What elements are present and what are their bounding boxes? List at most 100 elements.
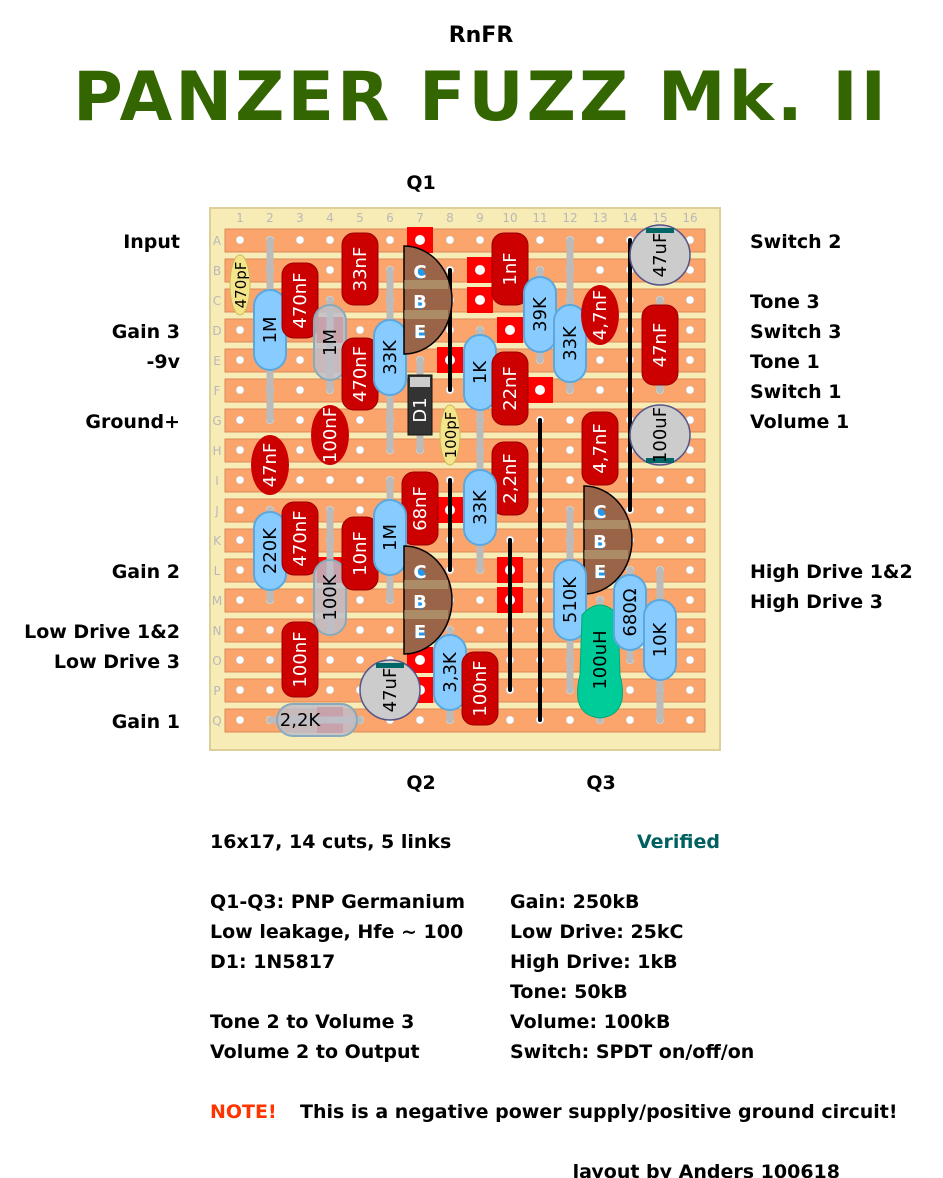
column-index: 11 xyxy=(532,211,547,225)
left-terminal-label: Input xyxy=(123,231,180,253)
hole xyxy=(235,415,245,425)
hole xyxy=(235,385,245,395)
column-index: 3 xyxy=(296,211,304,225)
film-capacitor xyxy=(281,501,319,576)
hole xyxy=(505,715,515,725)
column-index: 14 xyxy=(622,211,637,225)
diode-band xyxy=(410,377,430,387)
component-label: D1 xyxy=(410,397,431,422)
note-text: This is a negative power supply/positive… xyxy=(300,1101,898,1123)
component-label: 47uF xyxy=(650,233,671,278)
transistor-pin xyxy=(415,269,425,279)
hole xyxy=(235,325,245,335)
right-terminal-label: Tone 1 xyxy=(750,351,820,373)
hole xyxy=(235,655,245,665)
row-index: A xyxy=(213,234,222,248)
hole xyxy=(685,715,695,725)
transistor-pin xyxy=(595,539,605,549)
row-index: C xyxy=(213,294,221,308)
hole xyxy=(355,505,365,515)
resistor xyxy=(553,559,587,641)
component-label: 100nF xyxy=(320,407,341,463)
right-terminal-label: Switch 3 xyxy=(750,321,841,343)
column-index: 10 xyxy=(502,211,517,225)
ceramic-capacitor xyxy=(581,285,619,345)
cut-hole xyxy=(535,385,545,395)
component-label: 100nF xyxy=(290,631,311,687)
hole xyxy=(565,415,575,425)
hole xyxy=(625,715,635,725)
hole xyxy=(685,295,695,305)
component-label: 47nF xyxy=(260,443,281,488)
hole xyxy=(655,505,665,515)
transistor-pin-label: E xyxy=(594,562,606,583)
cut-hole xyxy=(505,325,515,335)
hole xyxy=(655,535,665,545)
info-right-line: High Drive: 1kB xyxy=(510,951,678,973)
electrolytic-capacitor xyxy=(629,404,691,466)
column-index: 13 xyxy=(592,211,607,225)
hole xyxy=(235,535,245,545)
hole xyxy=(685,595,695,605)
row-index: P xyxy=(213,684,220,698)
hole xyxy=(295,595,305,605)
hole xyxy=(475,625,485,635)
hole xyxy=(295,385,305,395)
hole xyxy=(685,355,695,365)
hole xyxy=(565,475,575,485)
transistor-pin-label: C xyxy=(413,562,426,583)
row-index: Q xyxy=(212,714,221,728)
info-left-line: D1: 1N5817 xyxy=(210,951,335,973)
transistor-pin-label: B xyxy=(413,292,427,313)
component-label: 33K xyxy=(470,489,491,525)
row-index: B xyxy=(213,264,221,278)
component-label: 470pF xyxy=(232,262,250,309)
info-left-line: Low leakage, Hfe ~ 100 xyxy=(210,921,463,943)
hole xyxy=(685,325,695,335)
component-label: 100K xyxy=(320,573,341,620)
board-stats: 16x17, 14 cuts, 5 links xyxy=(210,831,451,853)
component-label: 1M xyxy=(320,329,341,356)
info-left-line: Q1-Q3: PNP Germanium xyxy=(210,891,465,913)
ceramic-capacitor-small xyxy=(439,404,461,466)
component-label: 510K xyxy=(560,576,581,623)
left-terminal-label: Gain 2 xyxy=(112,561,180,583)
right-terminal-label: High Drive 3 xyxy=(750,591,883,613)
hole xyxy=(475,595,485,605)
polarity-band xyxy=(646,228,674,233)
component-label: 1M xyxy=(380,524,401,551)
column-index: 15 xyxy=(652,211,667,225)
component-label: 10nF xyxy=(350,531,371,576)
info-right-line: Tone: 50kB xyxy=(510,981,628,1003)
transistor-pin xyxy=(415,629,425,639)
row-index: J xyxy=(214,504,219,518)
hole xyxy=(235,355,245,365)
transistor-band xyxy=(404,610,448,619)
component-label: 33K xyxy=(380,339,401,375)
row-index: L xyxy=(214,564,221,578)
verified-badge: Verified xyxy=(637,831,720,853)
transistor-pin-label: B xyxy=(413,592,427,613)
column-index: 2 xyxy=(266,211,274,225)
column-index: 4 xyxy=(326,211,334,225)
hole xyxy=(295,355,305,365)
hole xyxy=(595,265,605,275)
right-terminal-label: Tone 3 xyxy=(750,291,820,313)
right-terminal-label: Switch 2 xyxy=(750,231,841,253)
left-terminal-label: Low Drive 1&2 xyxy=(24,621,180,643)
transistor-band xyxy=(404,280,448,289)
hole xyxy=(235,715,245,725)
right-terminal-label: Switch 1 xyxy=(750,381,841,403)
hole xyxy=(295,475,305,485)
film-capacitor xyxy=(281,262,319,339)
hole xyxy=(655,475,665,485)
info-right-line: Low Drive: 25kC xyxy=(510,921,684,943)
resistor-grey xyxy=(313,559,347,636)
hole xyxy=(235,505,245,515)
hole xyxy=(685,535,695,545)
component-label: 2,2K xyxy=(280,710,322,731)
transistor-band xyxy=(584,520,628,529)
resistor xyxy=(373,319,407,396)
